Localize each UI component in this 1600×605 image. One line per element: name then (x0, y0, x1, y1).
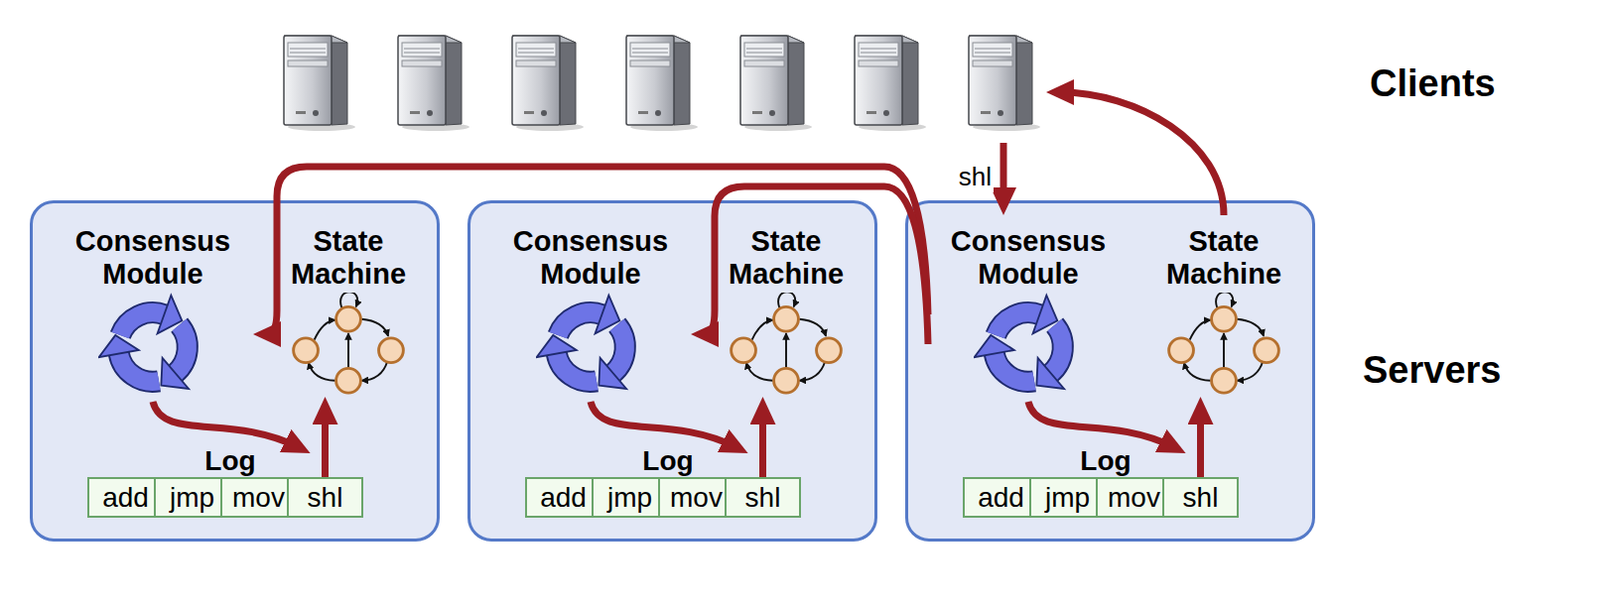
group-label: Clients (1369, 62, 1496, 106)
state-machine: State Machine (700, 215, 872, 398)
log-heading: Log (962, 445, 1249, 478)
connector-arrow (321, 410, 329, 478)
client-computer (398, 35, 470, 132)
connector-arrow (266, 166, 929, 335)
state-machine: State Machine (1138, 215, 1310, 398)
log-entry: add (962, 477, 1040, 519)
connector-arrow (1197, 410, 1204, 478)
log-entry-text: mov (660, 479, 733, 517)
log-entry: mov (658, 477, 735, 519)
log-heading: Log (525, 445, 811, 478)
log-entry: shl (1162, 477, 1239, 519)
log-entry-text: mov (222, 479, 295, 517)
connector-arrow (590, 401, 736, 448)
log-box: Logaddjmpmovshl (525, 445, 811, 519)
log-box: Logaddjmpmovshl (87, 445, 374, 519)
module-title: Consensus Module (490, 215, 691, 291)
log-entry: add (87, 477, 164, 519)
module-title: State Machine (700, 215, 872, 291)
state-machine-icon (1159, 292, 1289, 398)
connector-arrow (1028, 401, 1174, 448)
section-label: Servers (1362, 349, 1501, 393)
consensus-module: Consensus Module (928, 215, 1129, 402)
module-title: Consensus Module (52, 215, 254, 291)
log-entry-text: jmp (593, 479, 667, 517)
server-box: Consensus ModuleState MachineLogaddjmpmo… (467, 200, 878, 542)
state-machine: State Machine (263, 215, 434, 398)
consensus-module: Consensus Module (490, 215, 691, 402)
module-title: Consensus Module (928, 215, 1129, 291)
log-entry: shl (724, 477, 801, 519)
log-box: Logaddjmpmovshl (962, 445, 1249, 519)
log-entry: jmp (153, 477, 231, 519)
client-computer (283, 35, 356, 132)
client-computer (968, 35, 1041, 132)
log-entry-text: jmp (1031, 479, 1104, 517)
connector-arrow (1060, 92, 1224, 216)
icon-use (1169, 292, 1280, 394)
connector-arrow (1000, 142, 1008, 202)
consensus-icon (98, 292, 208, 402)
log-entry-text: add (964, 479, 1038, 517)
module-title: State Machine (263, 215, 434, 291)
log-entry: jmp (591, 477, 668, 519)
icon-use (731, 292, 842, 394)
client-computers (283, 35, 1041, 132)
icon-use (973, 295, 1083, 402)
log-entry: shl (286, 477, 364, 519)
consensus-icon (535, 292, 646, 402)
server-box: Consensus ModuleState MachineLogaddjmpmo… (29, 200, 440, 542)
icon-use (98, 295, 208, 402)
log-entry-text: shl (288, 479, 362, 517)
edge-label: shl (956, 161, 994, 193)
log-entry: add (525, 477, 602, 519)
log-entry: jmp (1029, 477, 1106, 519)
icon-use (293, 292, 404, 394)
server-box: Consensus ModuleState MachineLogaddjmpmo… (905, 200, 1316, 542)
client-computer (626, 35, 698, 132)
log-entry: mov (220, 477, 297, 519)
client-computer (740, 35, 812, 132)
module-title: State Machine (1138, 215, 1310, 291)
connector-arrow (152, 401, 298, 448)
log-entry-text: shl (726, 479, 800, 517)
log-entry-text: add (89, 479, 162, 517)
log-entry-text: add (527, 479, 600, 517)
state-machine-icon (721, 292, 851, 398)
connector-arrow (704, 186, 929, 345)
client-computer (512, 35, 584, 132)
icon-use (535, 295, 646, 402)
consensus-icon (973, 292, 1083, 402)
log-entry-text: jmp (155, 479, 229, 517)
state-machine-icon (283, 292, 413, 398)
client-group: Clients (267, 24, 1559, 139)
log-entry-text: shl (1164, 479, 1237, 517)
connector-arrow (759, 410, 767, 478)
consensus-module: Consensus Module (52, 215, 254, 402)
log-heading: Log (87, 445, 374, 478)
log-entry: mov (1095, 477, 1173, 519)
log-entry-text: mov (1097, 479, 1171, 517)
client-computer (854, 35, 927, 132)
